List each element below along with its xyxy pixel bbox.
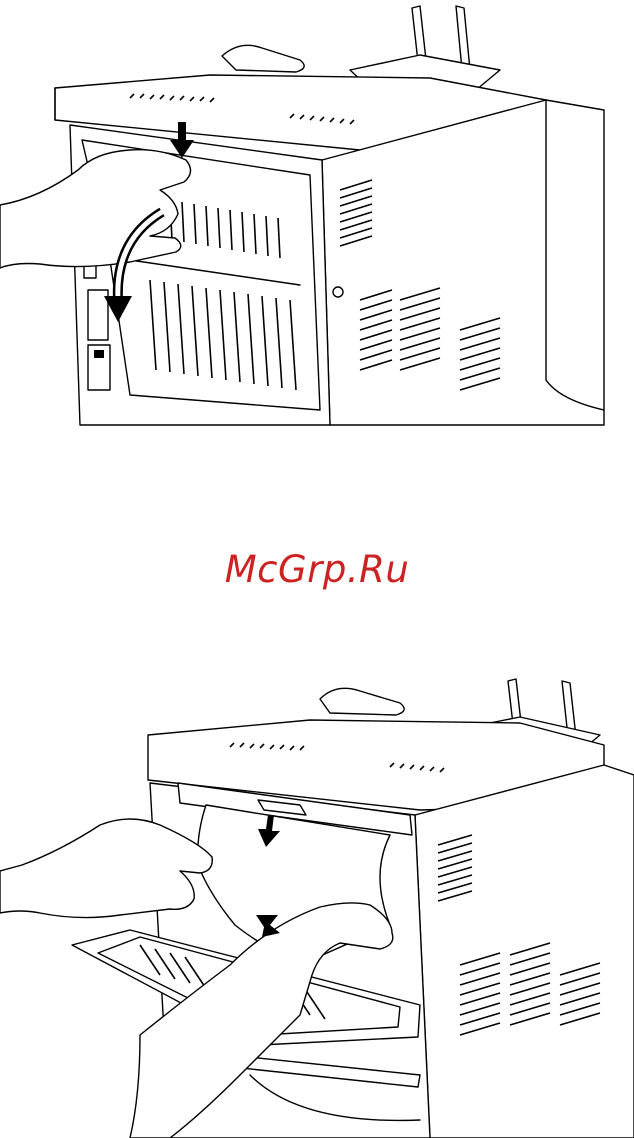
figure-open-back-cover (0, 0, 634, 430)
hand-icon (0, 150, 191, 268)
watermark: McGrp.Ru (0, 548, 634, 591)
figure-pull-out-jammed-paper (0, 675, 634, 1138)
